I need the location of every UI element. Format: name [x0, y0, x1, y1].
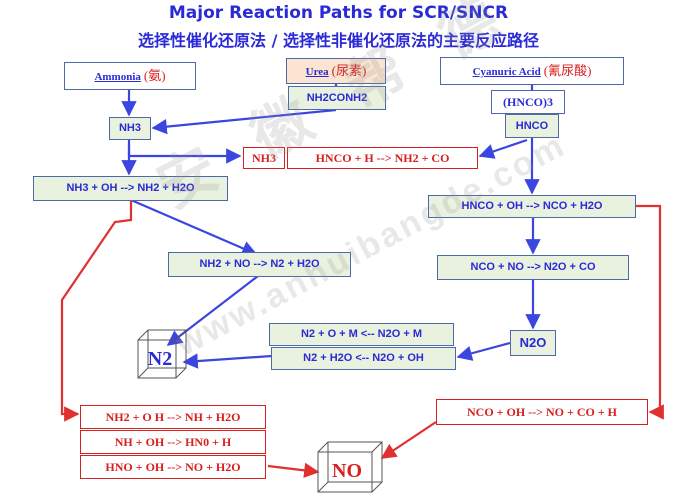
- cyanuric-source-box: Cyanuric Acid (氰尿酸): [440, 57, 624, 85]
- hno-oh-reaction-box: HNO + OH --> NO + H2O: [80, 455, 266, 479]
- nh2-o-reaction-box: NH2 + O H --> NH + H2O: [80, 405, 266, 429]
- cyanuric-label: Cyanuric Acid: [472, 66, 541, 78]
- urea-label: Urea: [305, 66, 329, 78]
- urea-cn-label: (尿素): [331, 63, 367, 78]
- n2o-box: N2O: [510, 330, 556, 356]
- ammonia-source-box: Ammonia (氨): [64, 62, 196, 90]
- nco-oh-reaction-box: NCO + OH --> NO + CO + H: [436, 399, 648, 425]
- arrow-urea-nh3: [151, 108, 337, 135]
- nh3-oh-reaction-box: NH3 + OH --> NH2 + H2O: [33, 176, 228, 201]
- n2o-oh-reaction-box: N2 + H2O <-- N2O + OH: [271, 347, 456, 370]
- nco-no-reaction-box: NCO + NO --> N2O + CO: [437, 255, 629, 280]
- arrow-hnooh-no: [267, 462, 320, 478]
- diagram-subtitle: 选择性催化还原法 / 选择性非催化还原法的主要反应路径: [138, 31, 539, 50]
- urea-source-box: Urea (尿素): [286, 58, 386, 84]
- ammonia-label: Ammonia: [94, 71, 141, 83]
- cyanuric-cn-label: (氰尿酸): [543, 63, 592, 78]
- hnco-box: HNCO: [505, 114, 559, 138]
- hnco-oh-reaction-box: HNCO + OH --> NCO + H2O: [428, 195, 636, 218]
- n2-cube: [137, 329, 187, 379]
- arrow-hncooh-red-path: [636, 204, 664, 420]
- arrow-ncooh-no: [380, 421, 437, 459]
- diagram-title: Major Reaction Paths for SCR/SNCR: [168, 3, 509, 23]
- ammonia-cn-label: (氨): [143, 68, 166, 83]
- arrow-hnco-red: [478, 138, 528, 159]
- nh2-no-reaction-box: NH2 + NO --> N2 + H2O: [168, 252, 351, 277]
- nh-oh-reaction-box: NH + OH --> HN0 + H: [80, 430, 266, 454]
- n2o-m-reaction-box: N2 + O + M <-- N2O + M: [269, 323, 454, 346]
- arrow-nh3oh-nh2no: [130, 198, 258, 256]
- cyanuric-formula-box: (HNCO)3: [491, 90, 565, 114]
- arrow-nh3oh-red-path: [60, 201, 133, 422]
- cyanuric-formula: (HNCO)3: [503, 95, 553, 109]
- nh3-red-box: NH3: [243, 147, 285, 169]
- arrow-n2o-n2oh: [456, 341, 511, 361]
- hnco-h-reaction-box: HNCO + H --> NH2 + CO: [287, 147, 478, 169]
- urea-formula-box: NH2CONH2: [288, 86, 386, 110]
- no-cube: [317, 441, 383, 493]
- nh3-box: NH3: [109, 117, 151, 140]
- no-label: NO: [332, 460, 362, 482]
- arrow-n2oh-n2: [182, 353, 273, 369]
- arrow-nh3-nh3red: [127, 145, 242, 164]
- n2-label: N2: [147, 348, 173, 370]
